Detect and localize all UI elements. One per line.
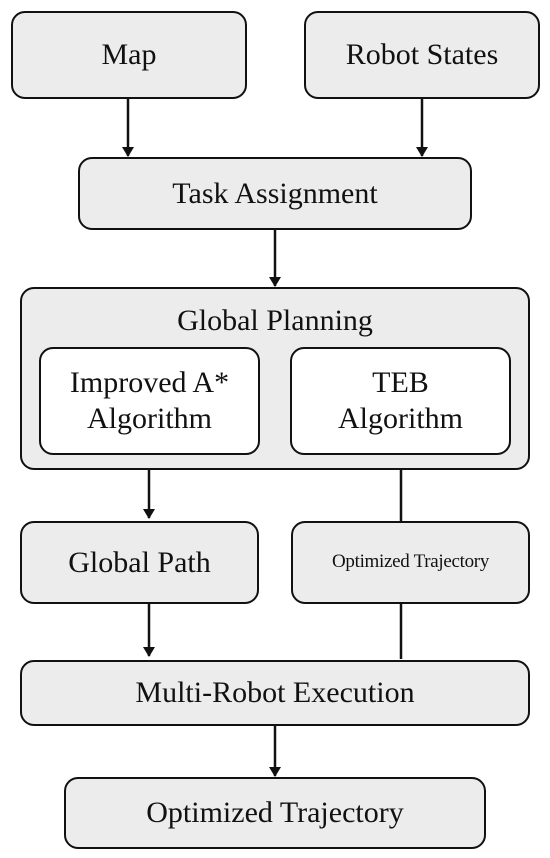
teb-label-line1: TEB <box>372 366 429 399</box>
global-path-node: Global Path <box>20 521 259 604</box>
task-assignment-node: Task Assignment <box>78 157 472 230</box>
improved-astar-label-line2: Algorithm <box>87 402 212 435</box>
optimized-trajectory-side-node: Optimized Trajectory <box>291 521 530 604</box>
global-path-label: Global Path <box>68 545 211 579</box>
global-planning-label: Global Planning <box>177 304 373 337</box>
optimized-trajectory-final-node: Optimized Trajectory <box>64 777 486 849</box>
task-assignment-label: Task Assignment <box>172 176 378 210</box>
improved-astar-label-line1: Improved A* <box>69 366 230 399</box>
improved-astar-node: Improved A* Algorithm <box>39 347 260 455</box>
robot-states-label: Robot States <box>345 38 499 71</box>
teb-label-line2: Algorithm <box>338 402 463 435</box>
teb-node: TEB Algorithm <box>290 347 511 455</box>
map-label: Map <box>101 38 157 71</box>
optimized-trajectory-side-label: Optimized Trajectory <box>331 551 490 573</box>
multi-robot-execution-node: Multi-Robot Execution <box>20 660 530 726</box>
optimized-trajectory-final-label: Optimized Trajectory <box>146 796 404 829</box>
map-node: Map <box>11 11 247 99</box>
multi-robot-execution-label: Multi-Robot Execution <box>135 676 415 709</box>
robot-states-node: Robot States <box>304 11 540 99</box>
